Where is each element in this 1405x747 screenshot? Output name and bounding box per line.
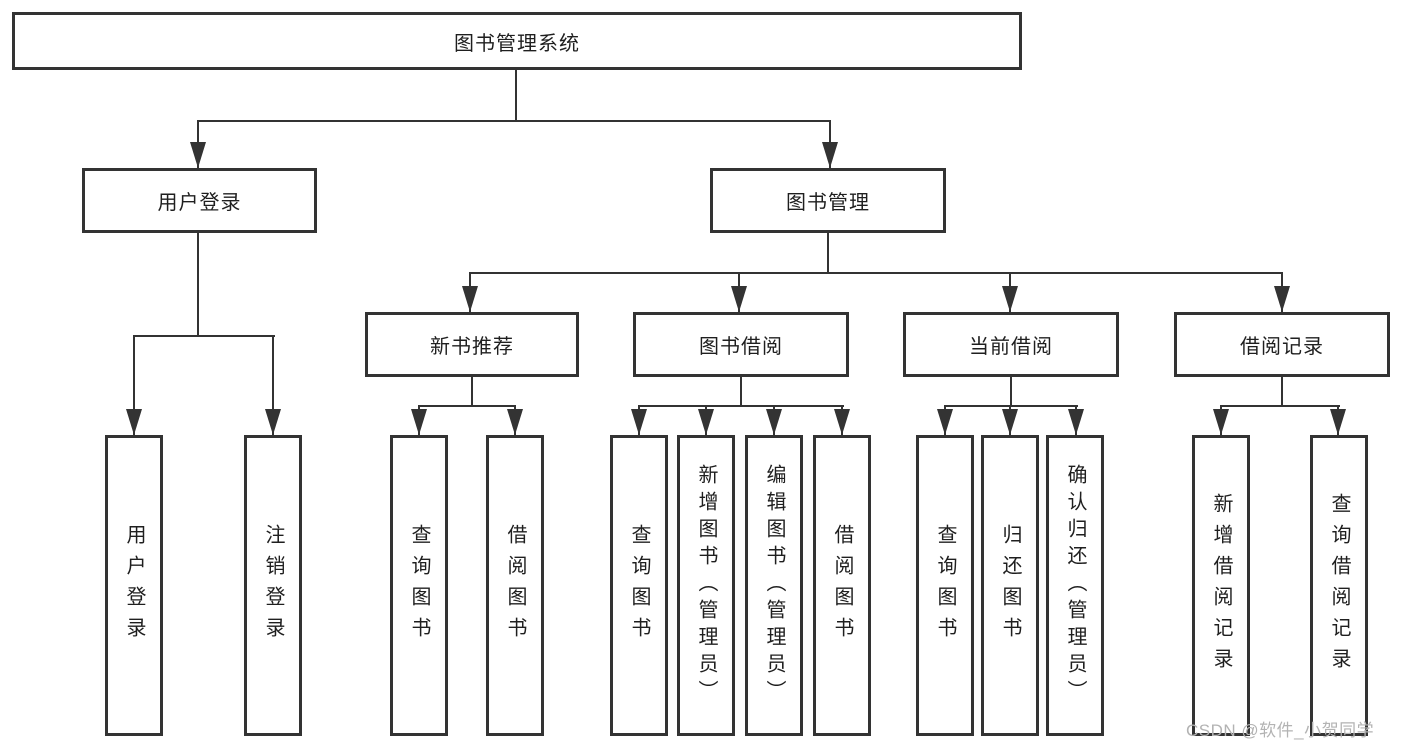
node-root-label: 图书管理系统 (454, 32, 580, 55)
leaf-newbooks-query-label: 查询图书 (408, 523, 430, 648)
arrow-down-icon (126, 409, 142, 435)
leaf-newbooks-query: 查询图书 (390, 435, 448, 736)
leaf-borrow-query-label: 查询图书 (628, 523, 650, 648)
arrow-down-icon (265, 409, 281, 435)
node-borrow-records-label: 借阅记录 (1240, 336, 1324, 358)
connector-line (469, 272, 1283, 274)
arrow-down-icon (937, 409, 953, 435)
connector-line (1281, 377, 1283, 407)
leaf-logout-label: 注销登录 (262, 523, 284, 648)
node-user-login-label: 用户登录 (157, 192, 242, 214)
connector-line (827, 233, 829, 274)
arrow-down-icon (1068, 409, 1084, 435)
arrow-down-icon (1274, 286, 1290, 312)
node-borrow-records: 借阅记录 (1174, 312, 1390, 377)
leaf-borrow-query: 查询图书 (610, 435, 668, 736)
leaf-records-query-label: 查询借阅记录 (1328, 492, 1350, 679)
leaf-borrow-book: 借阅图书 (813, 435, 871, 736)
arrow-down-icon (698, 409, 714, 435)
node-new-book-recommend-label: 新书推荐 (430, 336, 514, 358)
node-book-management: 图书管理 (710, 168, 946, 233)
node-root: 图书管理系统 (12, 12, 1022, 70)
connector-line (197, 120, 831, 122)
leaf-borrow-edit-admin-label: 编辑图书（管理员） (763, 464, 785, 707)
arrow-down-icon (462, 286, 478, 312)
arrow-down-icon (190, 142, 206, 168)
arrow-down-icon (507, 409, 523, 435)
arrow-down-icon (822, 142, 838, 168)
node-user-login: 用户登录 (82, 168, 317, 233)
arrow-down-icon (1330, 409, 1346, 435)
connector-line (944, 405, 1078, 407)
leaf-user-login-label: 用户登录 (123, 523, 145, 648)
connector-line (133, 335, 275, 337)
leaf-current-confirm-admin: 确认归还（管理员） (1046, 435, 1104, 736)
connector-line (1220, 405, 1340, 407)
arrow-down-icon (1002, 409, 1018, 435)
connector-line (638, 405, 844, 407)
leaf-current-query-label: 查询图书 (934, 523, 956, 648)
leaf-user-login: 用户登录 (105, 435, 163, 736)
arrow-down-icon (411, 409, 427, 435)
node-current-borrow-label: 当前借阅 (969, 336, 1053, 358)
leaf-newbooks-borrow: 借阅图书 (486, 435, 544, 736)
arrow-down-icon (1002, 286, 1018, 312)
leaf-borrow-book-label: 借阅图书 (831, 523, 853, 648)
leaf-records-query: 查询借阅记录 (1310, 435, 1368, 736)
connector-line (197, 233, 199, 337)
node-new-book-recommend: 新书推荐 (365, 312, 579, 377)
connector-line (133, 335, 135, 435)
connector-line (1010, 377, 1012, 407)
connector-line (515, 70, 517, 121)
leaf-current-confirm-admin-label: 确认归还（管理员） (1064, 464, 1086, 707)
arrow-down-icon (1213, 409, 1229, 435)
node-current-borrow: 当前借阅 (903, 312, 1119, 377)
node-book-borrow: 图书借阅 (633, 312, 849, 377)
connector-line (418, 405, 516, 407)
connector-line (740, 377, 742, 407)
csdn-watermark: CSDN @软件_小贺同学 (1186, 721, 1375, 740)
leaf-current-query: 查询图书 (916, 435, 974, 736)
leaf-newbooks-borrow-label: 借阅图书 (504, 523, 526, 648)
connector-line (272, 335, 274, 435)
leaf-borrow-add-admin: 新增图书（管理员） (677, 435, 735, 736)
arrow-down-icon (631, 409, 647, 435)
arrow-down-icon (731, 286, 747, 312)
leaf-current-return-label: 归还图书 (999, 523, 1021, 648)
leaf-logout: 注销登录 (244, 435, 302, 736)
node-book-management-label: 图书管理 (786, 192, 870, 214)
leaf-current-return: 归还图书 (981, 435, 1039, 736)
arrow-down-icon (766, 409, 782, 435)
node-book-borrow-label: 图书借阅 (699, 336, 783, 358)
leaf-borrow-edit-admin: 编辑图书（管理员） (745, 435, 803, 736)
leaf-borrow-add-admin-label: 新增图书（管理员） (695, 464, 717, 707)
arrow-down-icon (834, 409, 850, 435)
connector-line (471, 377, 473, 407)
leaf-records-add: 新增借阅记录 (1192, 435, 1250, 736)
leaf-records-add-label: 新增借阅记录 (1210, 492, 1232, 679)
